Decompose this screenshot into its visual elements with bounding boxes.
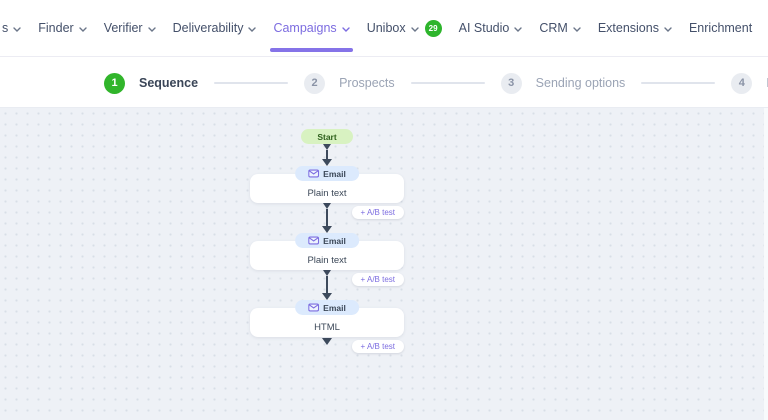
chevron-down-icon [78,26,87,32]
email-type-pill: Email [295,300,359,315]
chevron-down-icon [410,26,419,32]
nav-item-cutoff[interactable]: s [2,21,21,35]
nav-item-enrichment[interactable]: Enrichment [689,21,752,35]
nav-item-label: Unibox [366,21,406,35]
arrowhead-icon [323,144,331,150]
nav-item-label: Deliverability [172,21,244,35]
arrowhead-icon [322,159,332,166]
arrowhead-icon [322,293,332,300]
connector-arrow [321,270,333,300]
step-prospects[interactable]: 2 Prospects [304,72,395,94]
chevron-down-icon [514,26,523,32]
step-sequence[interactable]: 1 Sequence [104,72,199,94]
email-content-type: Plain text [307,254,347,266]
stepper: 1 Sequence 2 Prospects 3 Sending options… [104,58,768,108]
nav-item-ai-studio[interactable]: AI Studio [459,21,523,35]
chevron-down-icon [664,26,672,32]
sequence-canvas: Start Plain text Email + A/B test Plain … [0,108,768,420]
step-connector [214,82,289,84]
email-type-label: Email [323,235,346,246]
chevron-down-icon [573,26,581,32]
unibox-count-badge: 29 [424,19,442,37]
step-label: Sequence [139,76,199,90]
email-node-2: Plain text Email + A/B test [250,233,404,286]
connector-arrow [321,203,333,233]
stepper-bar: 1 Sequence 2 Prospects 3 Sending options… [0,58,768,108]
nav-item-label: s [2,21,9,35]
step-review[interactable]: 4 Review [731,72,768,94]
nav-item-label: AI Studio [458,21,510,35]
nav-item-extensions[interactable]: Extensions [598,21,672,35]
nav-item-campaigns[interactable]: Campaigns [270,21,353,52]
step-number: 3 [500,72,522,94]
nav-item-verifier[interactable]: Verifier [104,21,156,35]
step-number: 4 [731,72,753,94]
step-label: Sending options [535,76,626,90]
email-content-type: HTML [314,321,340,333]
nav-item-label: Verifier [103,21,143,35]
nav-item-unibox[interactable]: Unibox 29 [366,19,442,37]
email-node-1: Plain text Email + A/B test [250,166,404,219]
chevron-down-icon [248,26,257,32]
chevron-down-icon [341,26,350,32]
ab-test-button[interactable]: + A/B test [351,206,404,219]
ab-test-button[interactable]: + A/B test [351,340,404,353]
email-node-3: HTML Email + A/B test [250,300,404,353]
arrowhead-icon [323,270,331,276]
nav-item-label: CRM [539,21,568,35]
step-number: 1 [104,72,125,94]
vertical-scrollbar[interactable] [764,108,768,420]
step-label: Review [766,76,768,90]
ab-test-button[interactable]: + A/B test [351,273,404,286]
email-type-label: Email [323,168,346,179]
arrowhead-icon [322,338,332,345]
nav-item-label: Extensions [597,21,659,35]
nav-item-label: Campaigns [273,21,337,35]
nav-item-label: Enrichment [688,21,753,35]
arrowhead-icon [323,203,331,209]
active-nav-underline [270,48,353,52]
step-connector [641,82,716,84]
email-type-label: Email [323,302,346,313]
nav-item-deliverability[interactable]: Deliverability [173,21,257,35]
nav-item-crm[interactable]: CRM [539,21,581,35]
step-connector [410,82,485,84]
sequence-flow: Start Plain text Email + A/B test Plain … [247,108,407,353]
envelope-icon [308,169,320,178]
step-number: 2 [304,72,326,94]
top-nav: s Finder Verifier Deliverability Campaig… [0,0,768,57]
step-sending-options[interactable]: 3 Sending options [500,72,626,94]
step-label: Prospects [339,76,395,90]
email-type-pill: Email [295,233,359,248]
chevron-down-icon [147,26,156,32]
envelope-icon [308,236,320,245]
envelope-icon [308,303,320,312]
arrowhead-icon [322,226,332,233]
chevron-down-icon [13,26,21,32]
email-content-type: Plain text [307,187,347,199]
start-node[interactable]: Start [301,129,353,144]
email-type-pill: Email [295,166,359,181]
nav-item-finder[interactable]: Finder [38,21,87,35]
connector-arrow [321,144,333,166]
connector-arrow [321,338,333,347]
nav-item-label: Finder [38,21,74,35]
